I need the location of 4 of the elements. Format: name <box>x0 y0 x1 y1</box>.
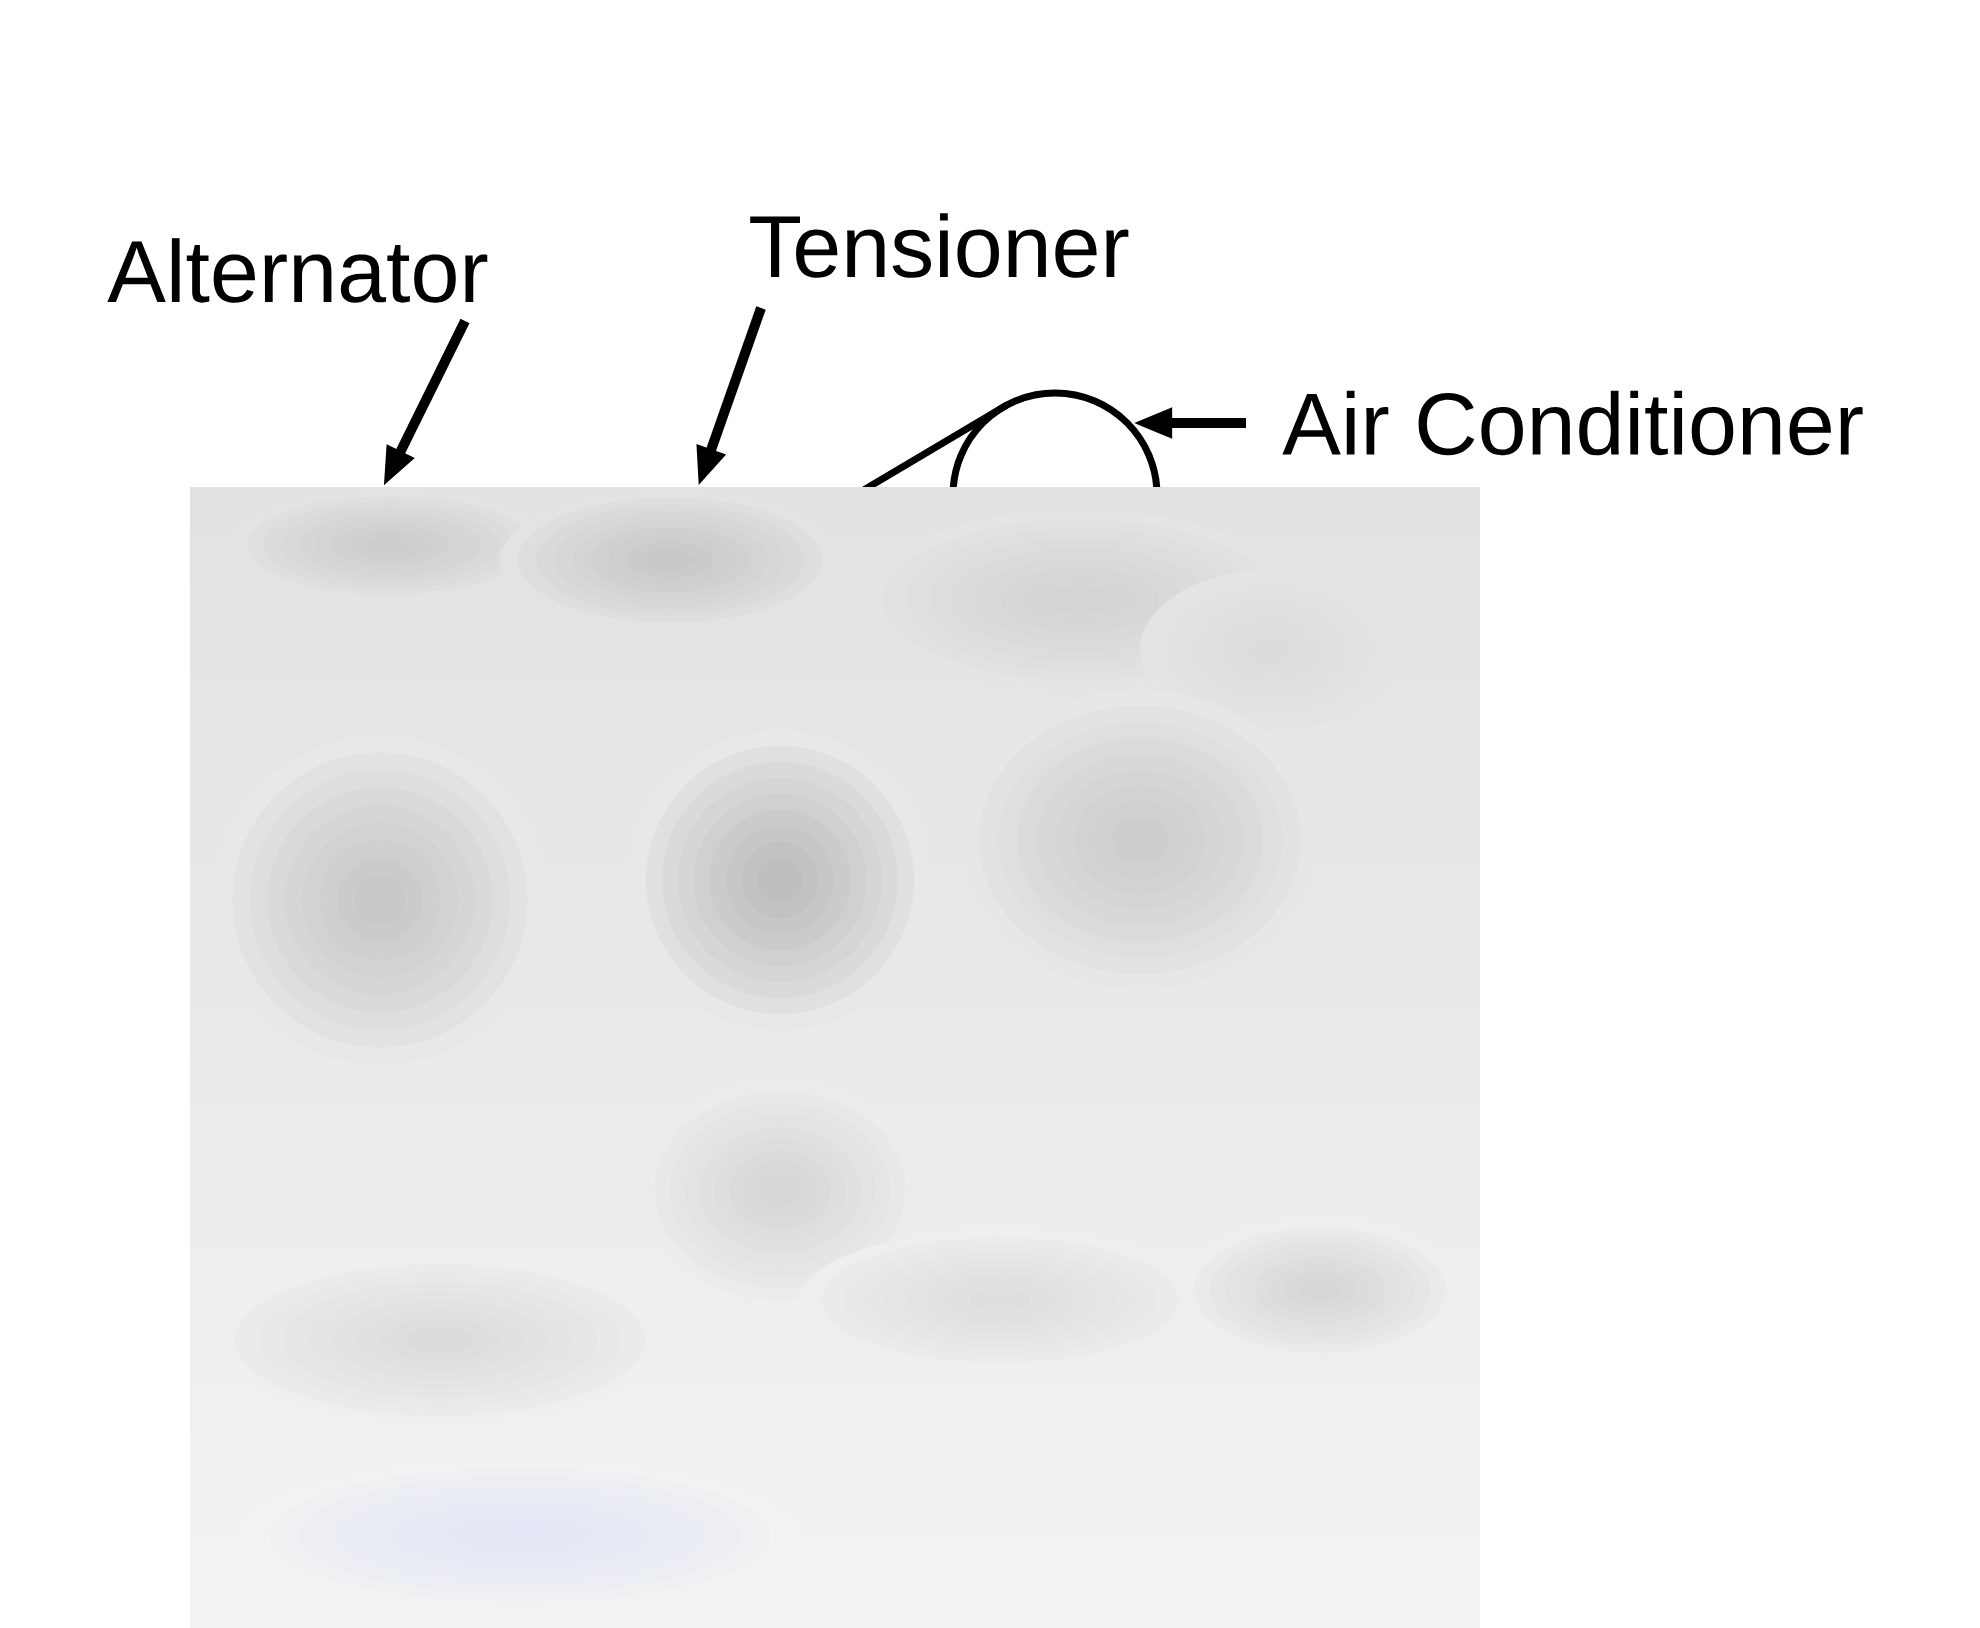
part-label: Tensioner <box>750 213 1129 278</box>
pulley <box>949 389 1161 487</box>
part-label: Alternator <box>107 238 488 303</box>
part-label: Air Conditioner <box>1282 390 1863 456</box>
